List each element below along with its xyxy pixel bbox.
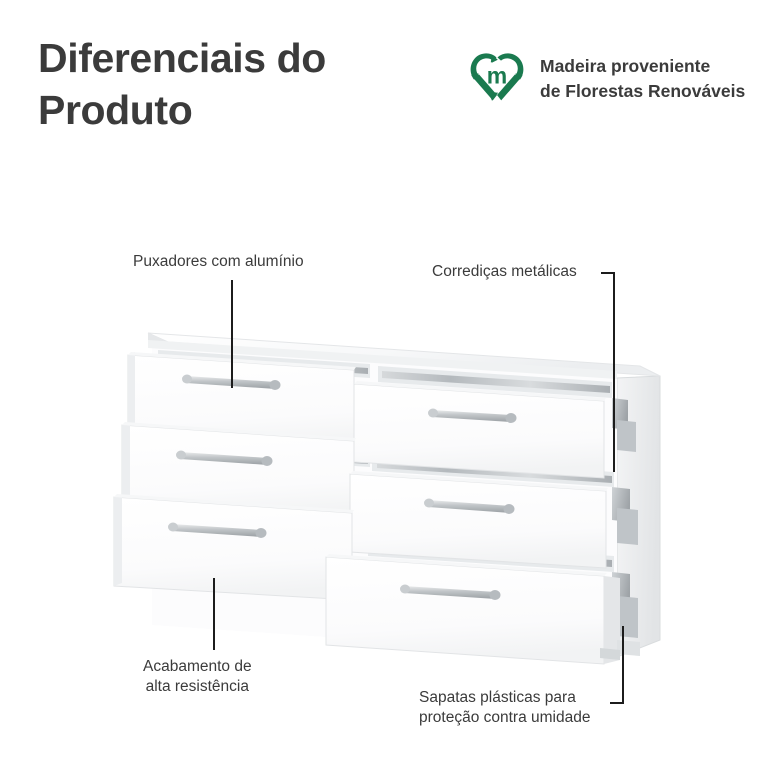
drawer-row3-right[interactable] — [325, 554, 620, 665]
drawer-handle[interactable] — [168, 522, 267, 539]
drawer-row3-left[interactable] — [113, 494, 354, 601]
badge-text-line-2: de Florestas Renováveis — [540, 81, 746, 101]
logo-monogram: m — [487, 63, 507, 89]
drawer-slide-rails — [150, 350, 638, 638]
drawer-row2-right[interactable] — [349, 471, 608, 569]
page-title-line-1: Diferenciais do — [38, 35, 326, 81]
drawer-row2-left[interactable] — [121, 422, 356, 524]
callout-label-feet: Sapatas plásticas para proteção contra u… — [419, 688, 590, 728]
callout-label-feet-line-2: proteção contra umidade — [419, 708, 591, 726]
leader-line-finish — [213, 578, 215, 650]
page-title-line-2: Produto — [38, 87, 193, 134]
drawer-handle[interactable] — [400, 584, 501, 601]
callout-label-finish-line-1: Acabamento de — [143, 658, 252, 675]
recycling-heart-logo-icon: m — [470, 53, 524, 101]
drawer-handle[interactable] — [424, 498, 515, 515]
drawer-handle[interactable] — [428, 408, 517, 424]
sustainable-wood-badge: m Madeira proveniente de Florestas Renov… — [466, 48, 745, 110]
leader-line-handles — [231, 280, 233, 388]
leader-line-feet-vertical — [622, 626, 624, 704]
leader-line-slides-vertical — [613, 272, 615, 472]
drawer-row1-right[interactable] — [353, 381, 606, 479]
dresser-carcass — [147, 332, 661, 658]
callout-label-handles: Puxadores com alumínio — [133, 253, 304, 270]
callout-label-finish-line-2: alta resistência — [145, 677, 249, 695]
drawer-row1-left[interactable] — [127, 352, 356, 456]
callout-label-finish: Acabamento de alta resistência — [143, 657, 252, 697]
callout-label-slides: Corrediças metálicas — [432, 263, 577, 280]
badge-text-line-1: Madeira proveniente — [540, 56, 711, 77]
leader-line-feet-horizontal — [610, 702, 624, 704]
leader-line-slides-horizontal — [601, 272, 615, 274]
badge-text: Madeira proveniente de Florestas Renováv… — [540, 54, 745, 104]
callout-label-feet-line-1: Sapatas plásticas para — [419, 689, 576, 706]
plastic-feet — [600, 640, 640, 660]
page-title: Diferenciais do Produto — [38, 32, 438, 137]
drawer-handle[interactable] — [176, 450, 273, 467]
